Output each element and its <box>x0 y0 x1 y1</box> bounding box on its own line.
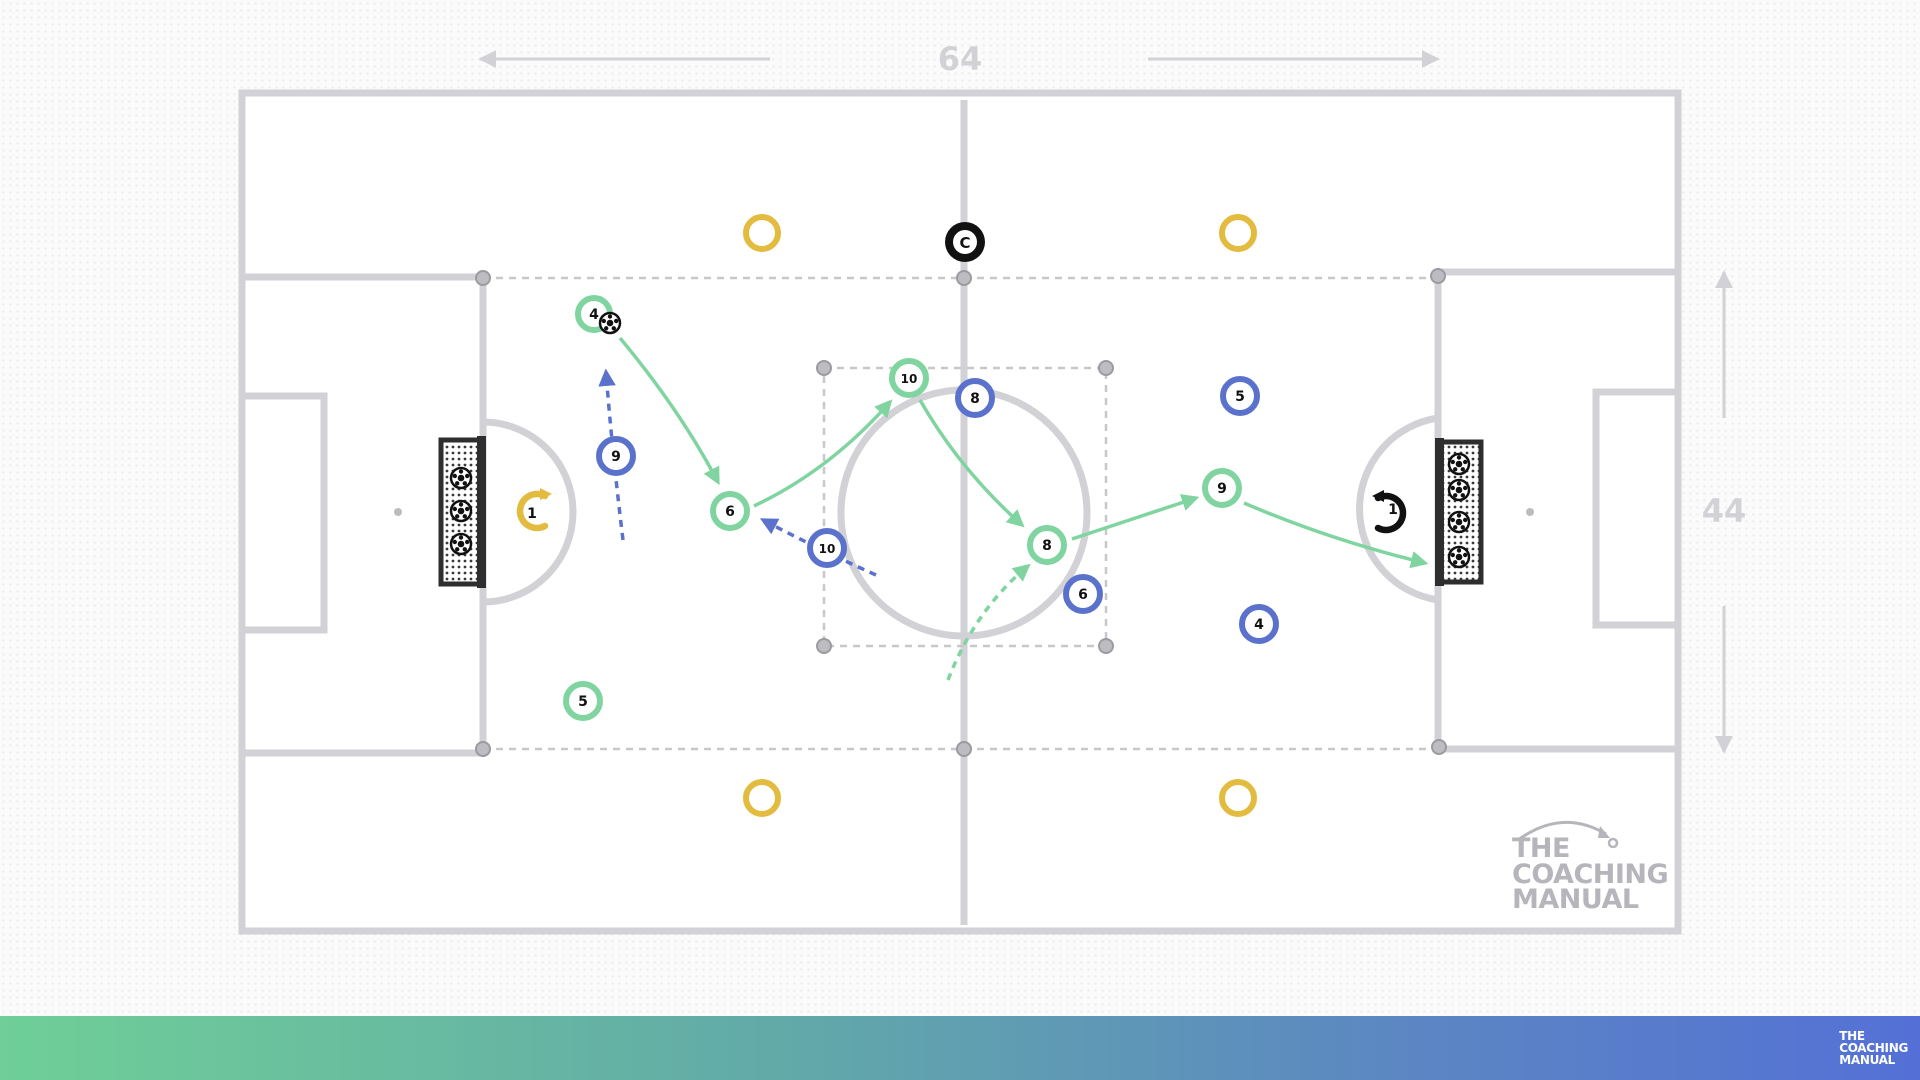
footer-logo-line-2: COACHING <box>1839 1041 1908 1055</box>
run-arrow-green <box>946 563 1031 681</box>
logo-line-3: MANUAL <box>1512 884 1639 916</box>
cone-marker <box>743 214 781 252</box>
blue-player: 9 <box>596 436 636 476</box>
dashed-zones <box>483 276 1438 751</box>
pass-arrows <box>618 336 1429 569</box>
footer-logo-line-1: THE <box>1839 1029 1865 1043</box>
blue-keeper-number: 1 <box>1388 502 1398 518</box>
blue-player: 8 <box>955 378 995 418</box>
green-keeper: 1 <box>516 488 552 532</box>
pitch-height-label: 44 <box>1701 492 1747 530</box>
cone-marker <box>1219 214 1257 252</box>
blue-players: 9 10 8 6 5 4 <box>596 376 1279 644</box>
right-goal-box <box>1592 388 1675 629</box>
svg-text:9: 9 <box>1217 481 1227 497</box>
green-player: 5 <box>563 681 603 721</box>
logo-arc-icon <box>1517 820 1619 848</box>
left-penalty-spot <box>394 508 402 516</box>
run-arrows-blue <box>598 368 877 577</box>
football-icon <box>598 311 622 335</box>
svg-text:10: 10 <box>901 372 918 386</box>
svg-text:6: 6 <box>725 504 735 520</box>
left-goal-box <box>245 392 328 634</box>
svg-text:5: 5 <box>1235 389 1245 405</box>
zone-corner-markers <box>475 268 1447 757</box>
svg-text:8: 8 <box>970 391 980 407</box>
blue-player: 4 <box>1239 604 1279 644</box>
blue-player: 6 <box>1063 574 1103 614</box>
svg-text:4: 4 <box>589 307 599 323</box>
blue-player: 10 <box>807 528 847 568</box>
green-player: 8 <box>1027 525 1067 565</box>
right-goal-icon <box>1435 438 1484 586</box>
coach-label: C <box>959 234 970 252</box>
logo-line-2: COACHING <box>1512 858 1669 890</box>
cones <box>743 214 1257 817</box>
right-penalty-spot <box>1526 508 1534 516</box>
svg-text:10: 10 <box>819 542 836 556</box>
footer-bar: THE COACHING MANUAL <box>0 1016 1920 1080</box>
green-player: 9 <box>1202 468 1242 508</box>
svg-text:6: 6 <box>1078 587 1088 603</box>
svg-text:4: 4 <box>1254 617 1264 633</box>
blue-keeper: 1 <box>1372 490 1407 534</box>
svg-text:9: 9 <box>611 449 621 465</box>
green-player: 10 <box>889 358 929 398</box>
pitch-drawing: C 1 1 4 6 10 <box>238 50 1733 935</box>
footer-logo-line-3: MANUAL <box>1839 1053 1895 1067</box>
left-goal-icon <box>438 436 486 588</box>
green-players: 4 6 10 8 9 5 <box>563 295 1242 721</box>
coach-marker: C <box>945 222 985 262</box>
cone-marker <box>743 779 781 817</box>
pitch-diagram: C 1 1 4 6 10 <box>238 40 1747 935</box>
svg-text:8: 8 <box>1042 538 1052 554</box>
logo-line-1: THE <box>1512 833 1570 864</box>
pitch-width-label: 64 <box>937 40 983 78</box>
blue-player: 5 <box>1220 376 1260 416</box>
footer-brand-logo: THE COACHING MANUAL <box>1839 1030 1908 1066</box>
brand-logo: THE COACHING MANUAL <box>1512 820 1669 916</box>
right-arc <box>1356 414 1439 604</box>
green-player: 6 <box>710 491 750 531</box>
svg-text:5: 5 <box>578 694 588 710</box>
green-keeper-number: 1 <box>527 506 537 522</box>
cone-marker <box>1219 779 1257 817</box>
left-arc <box>482 418 577 606</box>
